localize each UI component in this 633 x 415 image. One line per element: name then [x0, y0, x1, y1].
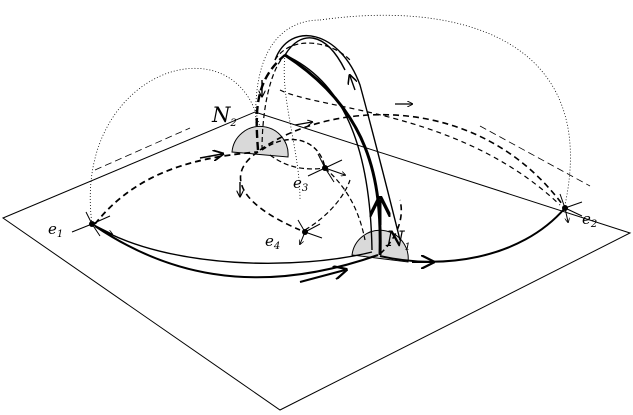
- trajectory-n1-to-e2: [379, 207, 566, 263]
- label-n2: N2: [211, 103, 237, 129]
- equilibrium-e1: [71, 211, 112, 236]
- dashed-arrow-n2-left: [199, 154, 222, 158]
- label-n1: N1: [385, 227, 411, 253]
- trajectory-upper-arc-c: [284, 37, 346, 71]
- dashed-n2-to-e3: [261, 138, 326, 169]
- label-e4: e4: [265, 232, 280, 252]
- dashed-n2-up-thin: [261, 54, 286, 151]
- trajectory-n1-up-heavy: [284, 53, 382, 256]
- label-e3: e3: [293, 174, 308, 194]
- dashed-e3-loop: [269, 154, 326, 170]
- dashed-n2-to-e4: [239, 151, 301, 231]
- trajectory-upper-arc-a: [284, 54, 373, 251]
- dashed-e3-to-n1: [324, 167, 366, 241]
- hemisphere-n2: [231, 125, 289, 158]
- dotted-arc-mid: [255, 19, 321, 151]
- dashed-e1-to-n2: [94, 151, 259, 225]
- equilibrium-e4: [298, 219, 323, 244]
- dashed-n2-to-e2: [259, 114, 566, 209]
- horizon-line-left: [94, 127, 191, 171]
- horizon-line-right: [479, 125, 591, 187]
- dotted-arc-right: [319, 14, 571, 206]
- dotted-arc-inner: [283, 54, 301, 201]
- label-e1: e1: [48, 220, 63, 240]
- trajectory-e1-to-n1-upper: [94, 225, 373, 265]
- trajectory-arrow-lower: [299, 270, 345, 283]
- trajectory-upper-arc-b: [274, 35, 401, 241]
- equilibrium-e3: [307, 153, 345, 183]
- label-e2: e2: [582, 210, 597, 230]
- dashed-n2-to-e2-b: [279, 89, 561, 206]
- trajectory-arrow-upper: [350, 76, 355, 91]
- dashed-top-loop: [274, 42, 351, 61]
- base-plane: [1, 111, 632, 411]
- dashed-arrow-e3: [294, 122, 312, 125]
- trajectory-e1-to-n1-lower: [94, 225, 379, 279]
- equilibrium-e2: [559, 193, 583, 222]
- dashed-n1-right: [379, 199, 402, 255]
